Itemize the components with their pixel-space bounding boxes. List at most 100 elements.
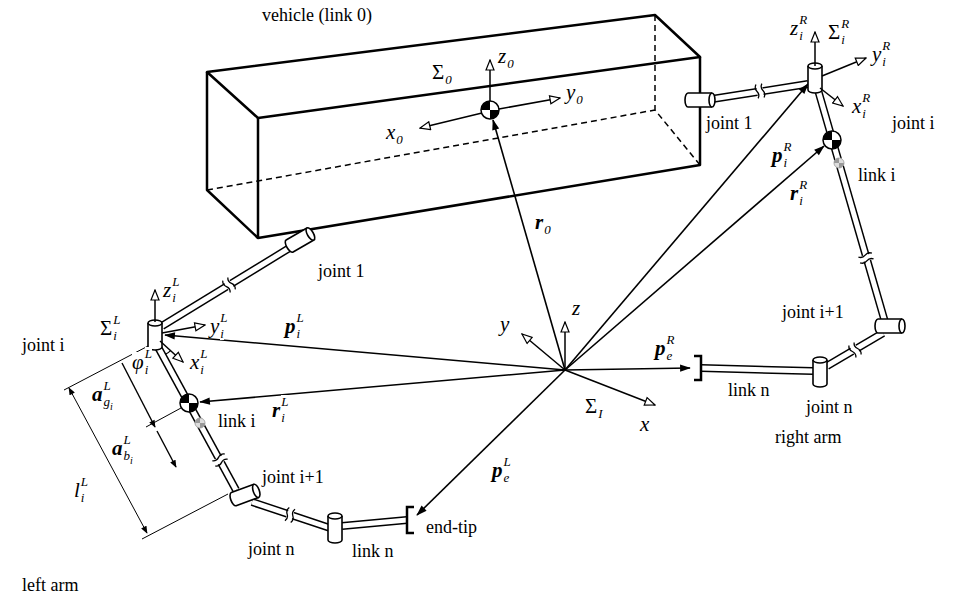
symbol-label: z (163, 280, 171, 301)
position-vector (417, 370, 565, 515)
arm-link (712, 84, 808, 99)
arm-link (252, 502, 330, 528)
symbol-label: x (386, 122, 395, 143)
link-break (212, 83, 874, 523)
superscript: L (124, 433, 131, 446)
frame-axis (822, 58, 866, 76)
arm-link (252, 502, 330, 528)
symbol-label: x (852, 96, 861, 117)
symbol-label: y (872, 44, 881, 65)
center-of-mass (180, 101, 844, 428)
frame-axis (499, 98, 560, 109)
frame-axis (820, 88, 843, 106)
link-break (858, 252, 874, 264)
superscript: L (200, 347, 207, 360)
arm-link (818, 90, 885, 322)
frame-axis (154, 290, 156, 322)
superscript: L (145, 347, 152, 360)
subscript: 0 (576, 93, 583, 106)
symbol-label: Σ (585, 396, 597, 417)
superscript: R (784, 140, 792, 153)
symbol-label: Σ (828, 22, 840, 43)
subscript: i (841, 33, 845, 46)
subscript: e (667, 349, 673, 362)
vector-label: p (655, 338, 666, 359)
symbol-label: z (790, 18, 798, 39)
symbol-label: φ (132, 352, 144, 373)
subscript: i (200, 363, 204, 376)
superscript: L (113, 313, 120, 326)
arm-link (701, 368, 813, 371)
superscript: L (297, 311, 304, 324)
frame-axis (162, 325, 205, 333)
vector-label: p (285, 316, 296, 337)
frame-axis (160, 341, 183, 362)
arm-link (827, 333, 883, 366)
dimension-line (142, 494, 228, 539)
vector-label: p (492, 460, 503, 481)
part-label: joint i (892, 114, 935, 132)
superscript: L (81, 475, 88, 488)
frame-axis (489, 60, 491, 101)
arm-link (701, 368, 813, 371)
joint-cylinder (328, 513, 342, 543)
superscript: L (504, 455, 511, 468)
link-break (755, 83, 766, 98)
superscript: L (220, 311, 227, 324)
symbol-label: y (210, 316, 219, 337)
superscript: L (281, 395, 288, 408)
joint-cylinder (813, 357, 827, 387)
subscript: i (113, 329, 117, 342)
superscript: R (667, 333, 675, 346)
vehicle-body (258, 57, 700, 238)
subscript: i (281, 411, 285, 424)
link-break (212, 453, 228, 467)
part-label: link n (352, 542, 394, 560)
end-tip-bracket (407, 507, 414, 533)
superscript: R (841, 17, 849, 30)
frame-axis (565, 370, 655, 405)
position-vector (165, 335, 565, 370)
vehicle-body (207, 15, 700, 238)
vehicle-body (207, 72, 258, 238)
joint-cylinder (685, 93, 715, 107)
symbol-label: x (640, 414, 649, 435)
subscript: 0 (507, 57, 514, 70)
subscript: i (882, 55, 886, 68)
symbol-label: Σ (100, 318, 112, 339)
joint-cylinder (148, 320, 162, 350)
part-label: joint n (806, 398, 853, 416)
arm-link (162, 244, 296, 326)
subscript: i (220, 327, 224, 340)
subscript: i (110, 402, 113, 412)
link-break (284, 507, 296, 523)
part-label: joint i+1 (262, 468, 324, 486)
subscript: i (172, 291, 176, 304)
frame-axis (420, 113, 482, 128)
part-label: joint i+1 (782, 303, 844, 321)
position-vector (200, 370, 565, 402)
symbol-label: z (572, 298, 580, 319)
end-tip-bracket (407, 356, 701, 533)
vector-label: a (112, 438, 123, 459)
subscript: 0 (445, 73, 452, 86)
center-of-mass (834, 158, 844, 168)
center-of-mass (180, 394, 198, 412)
part-label: vehicle (link 0) (262, 6, 372, 24)
position-vector (165, 84, 824, 515)
arm-link (827, 333, 883, 366)
vector-label: r (535, 212, 543, 233)
position-vector (565, 84, 808, 370)
symbol-label: l (74, 480, 80, 501)
frame-axis (814, 32, 816, 66)
part-label: right arm (775, 428, 841, 446)
subscript: i (81, 491, 85, 504)
vector-label: p (772, 145, 783, 166)
part-label: joint 1 (318, 262, 365, 280)
arm-link (342, 520, 407, 526)
subscript: i (130, 456, 133, 466)
subscript: i (862, 107, 866, 120)
part-label: link i (858, 166, 896, 184)
